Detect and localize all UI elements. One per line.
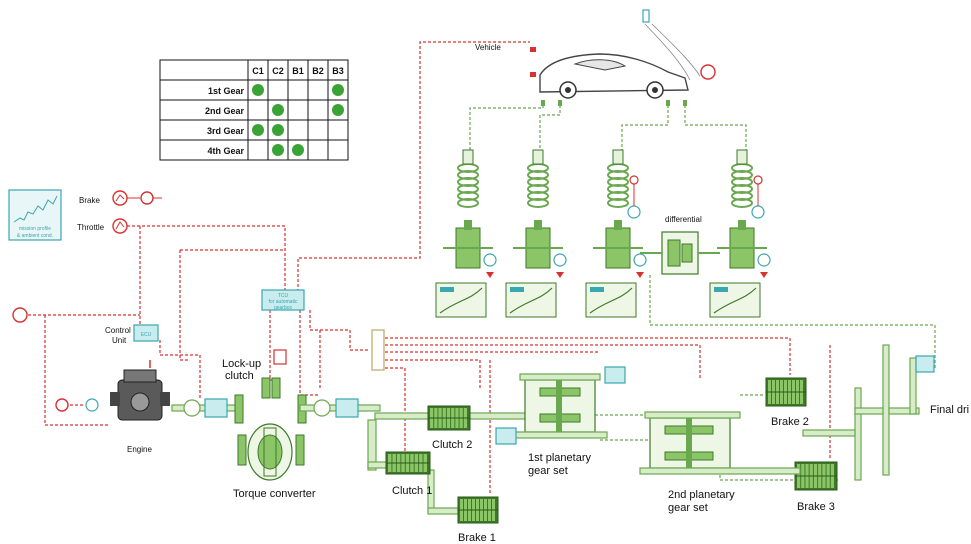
lockup-label-2: clutch (225, 370, 254, 382)
shift-table-col-header: C1 (252, 66, 264, 76)
brake-3-label: Brake 3 (797, 501, 835, 513)
control-unit-label-2: Unit (112, 336, 127, 345)
engaged-dot (252, 124, 264, 136)
throttle-label: Throttle (77, 223, 105, 232)
final-drive-label: Final dri (930, 404, 969, 416)
clutch-1 (385, 451, 431, 475)
engaged-dot (272, 124, 284, 136)
vehicle-wheel-ports (541, 100, 687, 106)
vehicle-port-1 (530, 47, 536, 52)
shift-table: C1 C2 B1 B2 B3 1st Gear 2nd Gear 3rd Gear 4th Ge… (159, 59, 349, 161)
brake-2 (765, 377, 807, 407)
differential-label: differential (665, 215, 702, 224)
brake-pedal-sensor (112, 190, 128, 206)
vehicle-label: Vehicle (475, 43, 501, 52)
engaged-dot (272, 104, 284, 116)
mission-profile-block: mission profile & ambient cond. (8, 189, 62, 241)
wheel-corner-4 (709, 149, 771, 318)
brake-1 (457, 496, 499, 524)
shift-table-row-label: 4th Gear (207, 146, 244, 156)
shift-table-row-label: 1st Gear (208, 86, 245, 96)
shift-table-row-label: 3rd Gear (207, 126, 245, 136)
engine-speed-sensor (85, 398, 99, 412)
torque-converter (237, 423, 305, 481)
brake-2-label: Brake 2 (771, 416, 809, 428)
planetary-gear-set-2 (639, 411, 801, 475)
ecu-tag: ECU (141, 332, 152, 338)
inertia-1 (183, 399, 201, 417)
tcu-label-3: gearbox (274, 305, 293, 311)
planetary1-input-sensor (495, 427, 517, 445)
lockup-actuator (273, 349, 287, 365)
mission-profile-label-2: & ambient cond. (17, 233, 53, 239)
shift-table-col-header: C2 (272, 66, 284, 76)
wheel-corner-3 (585, 149, 647, 318)
engaged-dot (292, 144, 304, 156)
torque-sensor-1 (204, 398, 228, 418)
clutch1-shaft (367, 419, 377, 471)
clutch-2 (427, 405, 471, 431)
wheel-corner-2 (505, 149, 567, 318)
vehicle-car (539, 53, 689, 99)
brake-1-label: Brake 1 (458, 532, 496, 544)
planetary-2-label-2: gear set (668, 502, 708, 514)
shift-table-col-header: B2 (312, 66, 324, 76)
mission-profile-label-1: mission profile (19, 226, 51, 232)
differential (640, 231, 720, 275)
planetary-1-label-1: 1st planetary (528, 452, 591, 464)
wind-source (700, 64, 716, 80)
control-unit-block (133, 324, 159, 342)
final-drive (802, 344, 935, 481)
engine-input-1 (55, 398, 69, 412)
control-signal-lines (28, 41, 831, 495)
shift-table-col-header: B3 (332, 66, 344, 76)
shift-table-col-header: B1 (292, 66, 304, 76)
torque-converter-label: Torque converter (233, 488, 316, 500)
control-unit-label-1: Control (105, 326, 131, 335)
engaged-dot (252, 84, 264, 96)
planetary-2-label-1: 2nd planetary (668, 489, 735, 501)
brake-3 (794, 461, 838, 491)
signal-bus (371, 329, 385, 371)
brake-signal-node (140, 191, 154, 205)
road-sensor (642, 9, 650, 23)
engine (110, 360, 170, 421)
engaged-dot (272, 144, 284, 156)
torque-sensor-2 (335, 398, 359, 418)
engaged-dot (332, 84, 344, 96)
inertia-2 (313, 399, 331, 417)
wheel-corner-1 (435, 149, 497, 318)
brake1-shaft-h (427, 507, 459, 515)
brake-label: Brake (79, 196, 100, 205)
planetary-gear-set-1 (511, 373, 608, 439)
lockup-clutch (234, 377, 307, 424)
engine-label: Engine (127, 445, 152, 454)
planetary1-sensor (604, 366, 626, 384)
lockup-label-1: Lock-up (222, 358, 261, 370)
planetary-1-label-2: gear set (528, 465, 568, 477)
shift-table-row-label: 2nd Gear (205, 106, 245, 116)
tcu-label-1: TCU (278, 293, 289, 299)
tcu-label-2: for automatic (269, 299, 298, 305)
throttle-pedal-sensor (112, 218, 128, 234)
ambient-input (12, 307, 28, 323)
vehicle-port-2 (530, 72, 536, 77)
tcu-block: TCU for automatic gearbox (261, 289, 305, 311)
clutch-1-label: Clutch 1 (392, 485, 432, 497)
engaged-dot (332, 104, 344, 116)
clutch-2-label: Clutch 2 (432, 439, 472, 451)
